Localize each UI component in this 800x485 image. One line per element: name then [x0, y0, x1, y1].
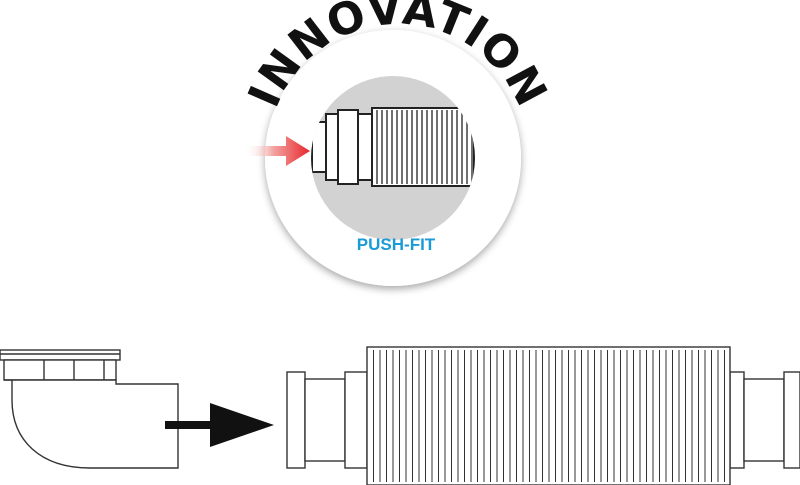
badge-subtitle: PUSH-FIT	[357, 235, 436, 254]
trap-collar	[3, 359, 117, 381]
red-arrow-icon	[244, 136, 310, 166]
push-arrow-icon	[165, 403, 274, 447]
flexible-hose	[286, 346, 800, 485]
hose-left-sleeve	[304, 378, 346, 462]
hose-right-collar	[783, 371, 800, 469]
hose-ribs	[373, 350, 725, 482]
hose-left-collar	[286, 371, 306, 469]
hose-right-sleeve	[743, 378, 785, 462]
innovation-badge: INNOVATION PUSH-FIT	[239, 0, 556, 286]
badge-connector-icon	[311, 107, 475, 187]
elbow-trap	[0, 349, 179, 469]
trap-top-plate	[0, 349, 121, 361]
trap-elbow-body	[4, 379, 179, 469]
hose-left-ring	[344, 371, 368, 469]
hose-right-ring	[729, 371, 745, 469]
